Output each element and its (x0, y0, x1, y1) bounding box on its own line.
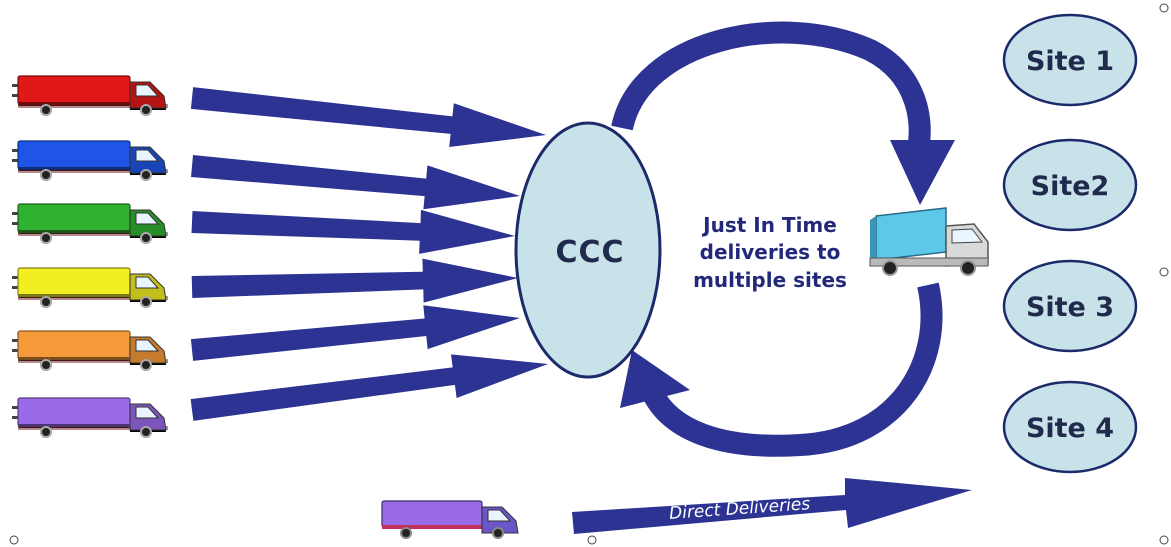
red-truck (12, 76, 168, 115)
purple-truck (12, 398, 168, 437)
truck-cargo-box (18, 204, 130, 232)
truck-wheel (41, 297, 51, 307)
truck-wheel (141, 105, 151, 115)
truck-stripe (18, 102, 130, 105)
truck-wheel (141, 297, 151, 307)
blue-truck (12, 141, 168, 180)
orange-truck (12, 331, 168, 370)
inbound-arrow (191, 87, 546, 147)
caption-line-1: Just In Time (701, 213, 837, 237)
site-2: Site2 (1004, 140, 1136, 230)
truck-cargo-box (18, 398, 130, 426)
direct-deliveries-label: Direct Deliveries (669, 494, 811, 524)
site-label: Site2 (1031, 171, 1110, 202)
inbound-arrow (192, 259, 518, 303)
truck-stripe (18, 294, 130, 297)
truck-wheel (141, 233, 151, 243)
truck-wheel (141, 170, 151, 180)
yellow-truck (12, 268, 168, 307)
inbound-arrow (192, 210, 516, 254)
site-label: Site 3 (1026, 292, 1114, 323)
inbound-trucks (12, 76, 168, 437)
truck-stripe (18, 424, 130, 427)
truck-wheel (41, 105, 51, 115)
loop-arrow-top (622, 33, 920, 150)
loop-arrow-bottom (652, 285, 932, 446)
truck-cargo-box (18, 76, 130, 104)
direct-deliveries-arrow: Direct Deliveries (572, 478, 972, 534)
ccc-hub: CCC (516, 123, 660, 377)
truck-wheel (141, 360, 151, 370)
truck-cargo-box (18, 331, 130, 359)
truck-wheel (41, 360, 51, 370)
jit-caption: Just In Time deliveries to multiple site… (693, 213, 847, 292)
site-label: Site 4 (1026, 413, 1114, 444)
truck-wheel (41, 170, 51, 180)
loop-arrowhead-top (890, 140, 955, 205)
site-1: Site 1 (1004, 15, 1136, 105)
truck-stripe (18, 230, 130, 233)
inbound-arrow (191, 354, 548, 421)
truck-wheel (41, 427, 51, 437)
truck-wheel (141, 427, 151, 437)
caption-line-3: multiple sites (693, 268, 847, 292)
truck-cargo-box (18, 141, 130, 169)
truck-stripe (18, 357, 130, 360)
truck-cargo-box (18, 268, 130, 296)
site-3: Site 3 (1004, 261, 1136, 351)
truck-wheel (41, 233, 51, 243)
site-label: Site 1 (1026, 46, 1114, 77)
inbound-arrow (191, 155, 520, 209)
inbound-arrow (191, 305, 520, 361)
caption-line-2: deliveries to (700, 240, 841, 264)
direct-truck (382, 501, 518, 538)
truck-stripe (18, 167, 130, 170)
green-truck (12, 204, 168, 243)
ccc-label: CCC (555, 235, 624, 270)
site-4: Site 4 (1004, 382, 1136, 472)
delivery-truck (870, 208, 988, 275)
inbound-arrows (191, 87, 548, 421)
